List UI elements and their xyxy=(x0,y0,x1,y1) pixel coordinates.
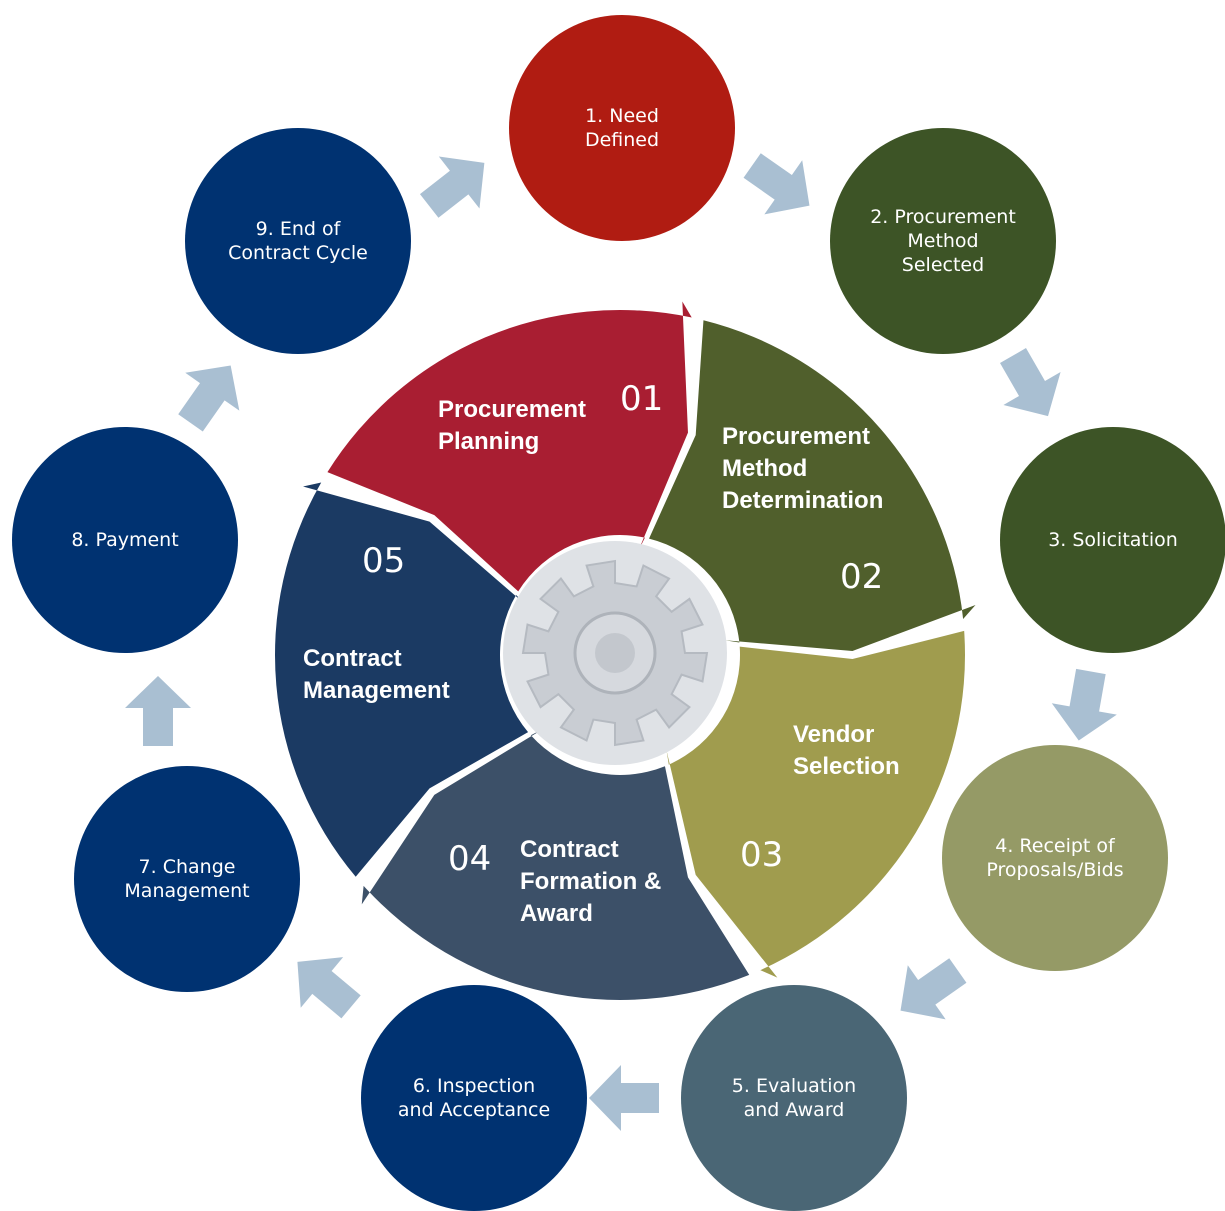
step-4-label: 4. Receipt of Proposals/Bids xyxy=(986,835,1124,881)
step-2-label: 2. Procurement Method Selected xyxy=(870,206,1016,276)
gear-icon xyxy=(503,541,727,765)
phase-segment-3 xyxy=(666,630,965,978)
step-4-circle: 4. Receipt of Proposals/Bids xyxy=(942,745,1168,971)
step-5-label: 5. Evaluation and Award xyxy=(731,1075,857,1121)
connector-arrow-icon xyxy=(589,1065,659,1131)
phase-4-label: Award xyxy=(520,900,593,927)
step-1-circle: 1. Need Defined xyxy=(509,15,735,241)
phase-2-number: 02 xyxy=(840,557,883,597)
phase-5-label: Management xyxy=(303,677,450,704)
connector-arrow-icon xyxy=(419,156,485,218)
step-2-circle: 2. Procurement Method Selected xyxy=(830,128,1056,354)
phase-3-label: Selection xyxy=(793,753,900,780)
phase-4-label: Formation & xyxy=(520,868,661,895)
phase-5-number: 05 xyxy=(362,541,405,581)
connector-arrow-icon xyxy=(1000,348,1061,417)
step-8-label: 8. Payment xyxy=(71,529,179,551)
phase-4-number: 04 xyxy=(448,839,491,879)
step-6-label: 6. Inspection and Acceptance xyxy=(397,1075,551,1121)
step-6-circle: 6. Inspection and Acceptance xyxy=(361,985,587,1211)
phase-segment-5 xyxy=(275,482,529,877)
phase-2-label: Determination xyxy=(722,487,883,514)
step-8-circle: 8. Payment xyxy=(12,427,238,653)
step-7-circle: 7. Change Management xyxy=(74,766,300,992)
step-9-label: 9. End of Contract Cycle xyxy=(228,218,368,264)
step-1-label: 1. Need Defined xyxy=(584,105,660,151)
phase-1-label: Planning xyxy=(438,428,539,455)
connector-arrow-icon xyxy=(900,958,967,1020)
phase-1-number: 01 xyxy=(620,379,663,419)
connector-arrow-icon xyxy=(743,153,810,215)
step-3-label: 3. Solicitation xyxy=(1048,529,1178,551)
phase-3-label: Vendor xyxy=(793,721,874,748)
step-7-label: 7. Change Management xyxy=(124,856,250,902)
step-5-circle: 5. Evaluation and Award xyxy=(681,985,907,1211)
connector-arrow-icon xyxy=(125,676,191,746)
connector-arrow-icon xyxy=(297,957,361,1019)
phase-segment-4 xyxy=(361,728,750,1000)
phase-segment-1 xyxy=(327,301,692,592)
phase-3-number: 03 xyxy=(740,835,783,875)
step-9-circle: 9. End of Contract Cycle xyxy=(185,128,411,354)
phase-segment-2 xyxy=(649,320,976,651)
phase-1-label: Procurement xyxy=(438,396,586,423)
phase-2-label: Method xyxy=(722,455,807,482)
phase-5-label: Contract xyxy=(303,645,402,672)
phase-4-label: Contract xyxy=(520,836,619,863)
phase-2-label: Procurement xyxy=(722,423,870,450)
connector-arrow-icon xyxy=(178,365,240,432)
step-3-circle: 3. Solicitation xyxy=(1000,427,1225,653)
connector-arrow-icon xyxy=(1051,668,1117,741)
